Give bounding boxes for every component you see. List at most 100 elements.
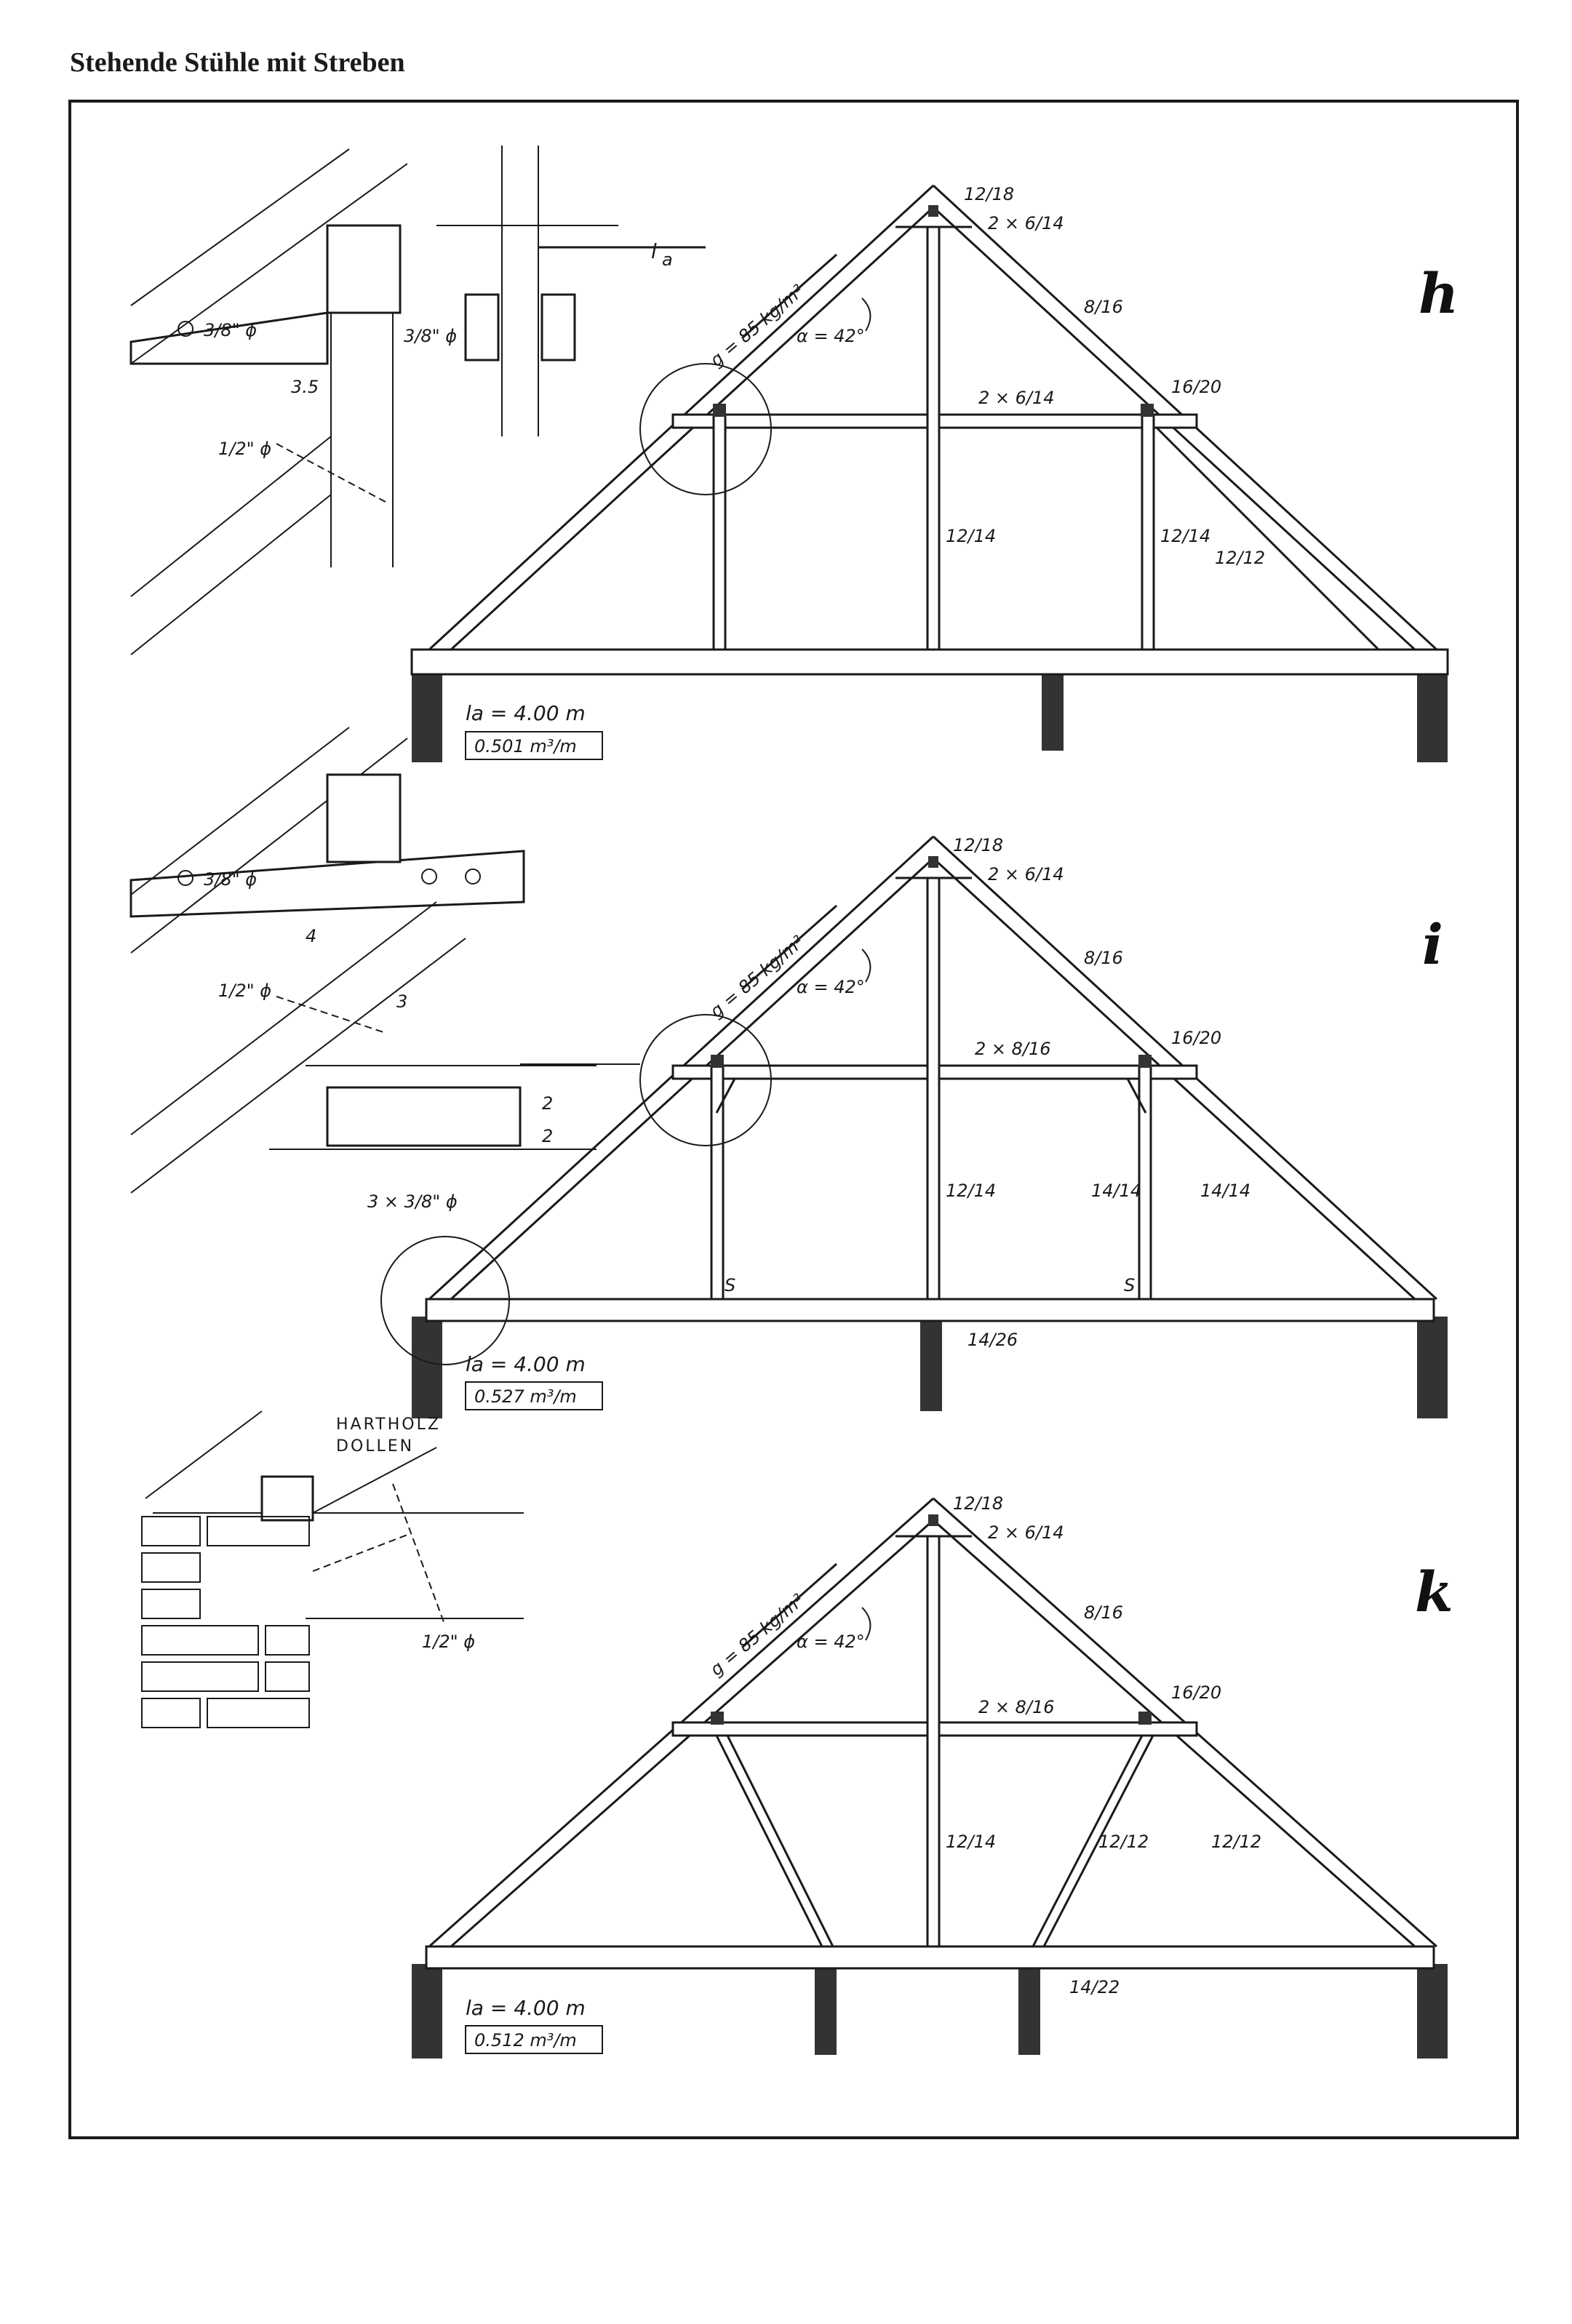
detail-top-purlin <box>326 224 402 314</box>
brick-9 <box>265 1661 310 1692</box>
brace-right-i <box>1126 1078 1147 1114</box>
support-a-k <box>815 1964 837 2055</box>
load-line-i <box>741 904 837 991</box>
detail-bot-hardwood-1: HARTHOLZ <box>336 1415 441 1434</box>
detail-bottom: HARTHOLZ DOLLEN 1/2" ϕ <box>141 1410 524 1728</box>
brick-2 <box>141 1552 201 1583</box>
volume-box-h <box>465 731 603 760</box>
letter-h: h <box>1419 261 1459 326</box>
purlin-ridge-k <box>928 1514 938 1526</box>
post-right-h <box>1141 413 1155 651</box>
label-s-left-i: S <box>725 1275 735 1295</box>
label-rafter-h: 8/16 <box>1084 297 1123 317</box>
load-line-h <box>741 253 837 340</box>
label-load-k: g = 85 kg/m² <box>706 1590 808 1680</box>
wall-left-i <box>412 1317 442 1418</box>
detail-top-bolt-circle <box>177 321 193 337</box>
label-collar-i: 2 × 8/16 <box>975 1039 1051 1059</box>
label-ridge-pair-h: 2 × 6/14 <box>988 213 1064 233</box>
label-ridge-i: 12/18 <box>953 835 1003 855</box>
purlin-ridge-h <box>928 205 938 217</box>
label-brace-k: 12/12 <box>1211 1832 1261 1852</box>
page-title: Stehende Stühle mit Streben <box>70 47 405 78</box>
detail-top-bolt-a: 3/8" ϕ <box>204 320 257 340</box>
detail-mid-bolt-a: 3/8" ϕ <box>204 869 257 890</box>
purlin-left-h <box>713 404 726 417</box>
label-tie-k: 14/22 <box>1069 1977 1120 1997</box>
label-purlin-k: 16/20 <box>1171 1682 1221 1703</box>
label-brace-i: 14/14 <box>1200 1181 1250 1201</box>
brick-3 <box>141 1589 201 1619</box>
angle-arc-h <box>861 298 871 332</box>
wall-left-k <box>412 1964 442 2059</box>
detail-mid-bolt-c: 1/2" ϕ <box>218 981 271 1001</box>
post-center-h <box>926 225 941 651</box>
detail-mid-bolt-circle-1 <box>177 870 193 886</box>
label-angle-i: α = 42° <box>797 977 865 997</box>
label-post-center-h: 12/14 <box>946 526 996 546</box>
label-post-right-h: 12/14 <box>1160 526 1210 546</box>
label-s-right-i: S <box>1124 1275 1135 1295</box>
detail-bot-purlin <box>260 1475 314 1522</box>
brick-5 <box>141 1661 259 1692</box>
post-left-i <box>710 1064 725 1301</box>
detail-mid-dim-c: 2 <box>542 1093 553 1114</box>
detail-bot-hardwood-2: DOLLEN <box>336 1437 414 1456</box>
purlin-ridge-i <box>928 856 938 868</box>
detail-bot-bolt-label: 1/2" ϕ <box>422 1632 475 1652</box>
label-span-i: la = 4.00 m <box>466 1352 586 1376</box>
strut-right-b-k <box>1042 1735 1154 1947</box>
volume-box-i <box>465 1381 603 1410</box>
detail-middle: 3/8" ϕ 4 3 1/2" ϕ 2 2 3 × 3/8" ϕ <box>129 727 597 1212</box>
label-volume-i: 0.527 m³/m <box>474 1386 577 1407</box>
letter-k: k <box>1415 1560 1453 1624</box>
label-tie-i: 14/26 <box>967 1330 1018 1350</box>
detail-top-dim: 3.5 <box>291 377 319 397</box>
post-center-i <box>926 877 941 1301</box>
label-volume-k: 0.512 m³/m <box>474 2030 577 2051</box>
detail-mid-dim-b: 3 <box>396 991 407 1012</box>
label-volume-h: 0.501 m³/m <box>474 736 577 756</box>
purlin-left-i <box>711 1055 724 1068</box>
label-ridge-pair-k: 2 × 6/14 <box>988 1522 1064 1543</box>
label-strut-k: 12/12 <box>1098 1832 1149 1852</box>
truss-h: 12/18 2 × 6/14 8/16 2 × 6/14 16/20 12/14… <box>410 184 1459 762</box>
purlin-right-h <box>1141 404 1154 417</box>
angle-arc-k <box>861 1607 871 1641</box>
tie-beam-k <box>425 1945 1435 1970</box>
wall-right-i <box>1417 1317 1448 1418</box>
wall-right-k <box>1417 1964 1448 2059</box>
label-purlin-h: 16/20 <box>1171 377 1221 397</box>
detail-mid-dim-d: 2 <box>542 1126 553 1146</box>
load-line-k <box>741 1562 837 1649</box>
purlin-right-i <box>1138 1055 1152 1068</box>
label-purlin-i: 16/20 <box>1171 1028 1221 1048</box>
tie-beam-i <box>425 1298 1435 1322</box>
purlin-right-k <box>1138 1712 1152 1725</box>
label-brace-h: 12/12 <box>1215 548 1265 568</box>
label-collar-k: 2 × 8/16 <box>978 1697 1055 1717</box>
label-angle-h: α = 42° <box>797 326 865 346</box>
post-center-k <box>926 1535 941 1948</box>
drawing-frame <box>68 100 1519 2139</box>
brick-4 <box>141 1625 259 1656</box>
truss-k: 12/18 2 × 6/14 8/16 2 × 8/16 16/20 12/14… <box>412 1493 1453 2059</box>
label-ridge-k: 12/18 <box>953 1493 1003 1514</box>
brace-right-h <box>1155 426 1380 651</box>
label-span-h: la = 4.00 m <box>466 701 586 725</box>
detail-mid-dim-a: 4 <box>306 926 316 946</box>
label-rafter-i: 8/16 <box>1084 948 1123 968</box>
brace-left-i <box>715 1078 736 1114</box>
brick-10 <box>207 1698 310 1728</box>
detail-mid-bolt-circle-3 <box>465 868 481 885</box>
truss-i: 12/18 2 × 6/14 8/16 2 × 8/16 16/20 12/14… <box>380 835 1448 1418</box>
detail-top-bolt-c: 1/2" ϕ <box>218 439 271 459</box>
detail-mid-bolt-circle-2 <box>421 868 437 885</box>
detail-top-tie <box>129 311 329 365</box>
label-load-i: g = 85 kg/m² <box>706 932 808 1022</box>
label-post-right-i: 14/14 <box>1091 1181 1141 1201</box>
label-load-h: g = 85 kg/m² <box>706 281 808 371</box>
wall-left-h <box>412 669 442 762</box>
angle-arc-i <box>861 949 871 983</box>
